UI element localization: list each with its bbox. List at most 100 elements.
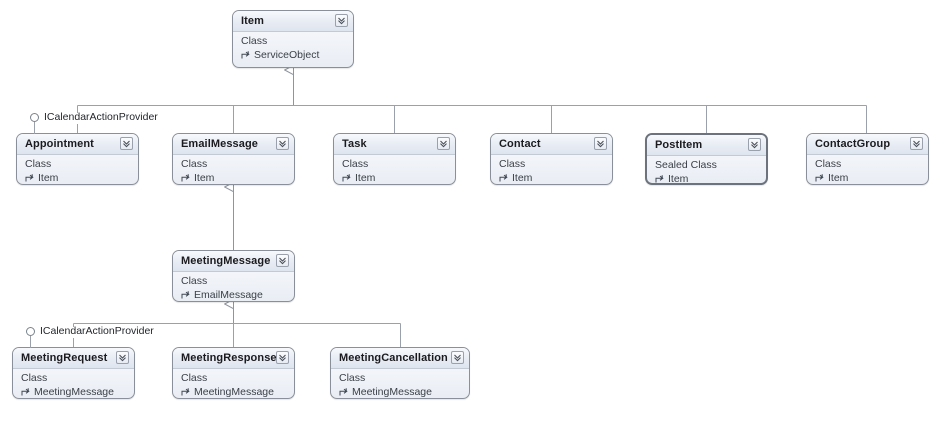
class-base-name: MeetingMessage	[194, 386, 274, 398]
class-body: Class Item	[807, 155, 928, 184]
chevron-down-icon[interactable]	[116, 351, 129, 364]
class-box-contact[interactable]: Contact Class Item	[490, 133, 613, 185]
chevron-down-icon[interactable]	[276, 351, 289, 364]
class-kind: Class	[499, 158, 526, 170]
class-body: Class MeetingMessage	[331, 369, 469, 398]
interface-lollipop-stem	[30, 336, 31, 348]
class-base-row: Item	[181, 171, 286, 184]
class-box-appointment[interactable]: Appointment Class Item	[16, 133, 139, 185]
class-base-name: Item	[668, 173, 689, 185]
chevron-down-icon[interactable]	[120, 137, 133, 150]
class-body: Class MeetingMessage	[13, 369, 134, 398]
class-name: Contact	[499, 138, 541, 150]
chevron-down-icon[interactable]	[594, 137, 607, 150]
chevron-down-icon[interactable]	[437, 137, 450, 150]
class-header: Contact	[491, 134, 612, 155]
class-box-postitem[interactable]: PostItem Sealed Class Item	[645, 133, 768, 185]
class-base-row: EmailMessage	[181, 288, 286, 301]
class-base-row: Item	[342, 171, 447, 184]
class-name: MeetingResponse	[181, 352, 277, 364]
inheritance-arrow-icon	[21, 387, 31, 398]
class-name: Item	[241, 15, 265, 27]
inheritance-arrow-icon	[181, 173, 191, 184]
class-header: Task	[334, 134, 455, 155]
class-header: EmailMessage	[173, 134, 294, 155]
class-base-row: Item	[815, 171, 920, 184]
class-base-row: MeetingMessage	[339, 385, 461, 398]
class-box-meetingcancellation[interactable]: MeetingCancellation Class MeetingMessage	[330, 347, 470, 399]
class-base-name: MeetingMessage	[34, 386, 114, 398]
interface-lollipop-icon	[30, 113, 39, 122]
class-body: Class EmailMessage	[173, 272, 294, 301]
inheritance-arrow-icon	[181, 387, 191, 398]
inheritance-arrow-icon	[655, 174, 665, 184]
class-base-name: Item	[355, 172, 376, 184]
class-base-name: Item	[38, 172, 59, 184]
class-header: ContactGroup	[807, 134, 928, 155]
interface-lollipop-icon	[26, 327, 35, 336]
class-kind: Class	[181, 372, 208, 384]
chevron-down-icon[interactable]	[335, 14, 348, 27]
class-kind: Class	[25, 158, 52, 170]
interface-label: ICalendarActionProvider	[44, 111, 158, 123]
class-kind: Class	[815, 158, 842, 170]
class-box-task[interactable]: Task Class Item	[333, 133, 456, 185]
class-header: PostItem	[647, 135, 766, 156]
class-name: Appointment	[25, 138, 94, 150]
class-kind: Class	[342, 158, 369, 170]
class-kind: Class	[241, 35, 268, 47]
class-box-item[interactable]: Item Class ServiceObject	[232, 10, 354, 68]
class-base-row: MeetingMessage	[21, 385, 126, 398]
class-box-meetingmessage[interactable]: MeetingMessage Class EmailMessage	[172, 250, 295, 302]
chevron-down-icon[interactable]	[451, 351, 464, 364]
chevron-down-icon[interactable]	[910, 137, 923, 150]
class-base-row: MeetingMessage	[181, 385, 286, 398]
class-base-row: Item	[499, 171, 604, 184]
class-kind: Class	[181, 275, 208, 287]
class-base-row: ServiceObject	[241, 48, 345, 62]
class-base-name: Item	[828, 172, 849, 184]
class-header: Item	[233, 11, 353, 32]
class-body: Class MeetingMessage	[173, 369, 294, 398]
class-body: Class Item	[334, 155, 455, 184]
class-name: ContactGroup	[815, 138, 891, 150]
inheritance-arrow-icon	[499, 173, 509, 184]
inheritance-arrow-icon	[25, 173, 35, 184]
interface-label: ICalendarActionProvider	[40, 325, 154, 337]
class-header: Appointment	[17, 134, 138, 155]
class-base-name: Item	[194, 172, 215, 184]
class-kind: Sealed Class	[655, 159, 717, 171]
class-header: MeetingMessage	[173, 251, 294, 272]
class-base-name: ServiceObject	[254, 49, 320, 61]
class-base-row: Item	[655, 172, 758, 185]
class-box-meetingrequest[interactable]: MeetingRequest Class MeetingMessage	[12, 347, 135, 399]
class-kind: Class	[181, 158, 208, 170]
chevron-down-icon[interactable]	[276, 137, 289, 150]
class-name: MeetingCancellation	[339, 352, 448, 364]
class-name: Task	[342, 138, 367, 150]
class-base-name: MeetingMessage	[352, 386, 432, 398]
class-base-name: EmailMessage	[194, 289, 263, 301]
class-name: MeetingMessage	[181, 255, 271, 267]
class-body: Class Item	[491, 155, 612, 184]
interface-lollipop-stem	[34, 122, 35, 134]
class-name: EmailMessage	[181, 138, 259, 150]
class-box-contactgroup[interactable]: ContactGroup Class Item	[806, 133, 929, 185]
class-kind: Class	[339, 372, 366, 384]
class-base-row: Item	[25, 171, 130, 184]
class-header: MeetingResponse	[173, 348, 294, 369]
class-body: Class Item	[173, 155, 294, 184]
chevron-down-icon[interactable]	[748, 138, 761, 151]
class-box-meetingresponse[interactable]: MeetingResponse Class MeetingMessage	[172, 347, 295, 399]
class-name: PostItem	[655, 139, 703, 151]
class-body: Class Item	[17, 155, 138, 184]
class-kind: Class	[21, 372, 48, 384]
inheritance-arrow-icon	[181, 290, 191, 301]
chevron-down-icon[interactable]	[276, 254, 289, 267]
class-box-emailmessage[interactable]: EmailMessage Class Item	[172, 133, 295, 185]
class-body: Class ServiceObject	[233, 32, 353, 66]
class-body: Sealed Class Item	[647, 156, 766, 185]
class-name: MeetingRequest	[21, 352, 108, 364]
inheritance-arrow-icon	[815, 173, 825, 184]
